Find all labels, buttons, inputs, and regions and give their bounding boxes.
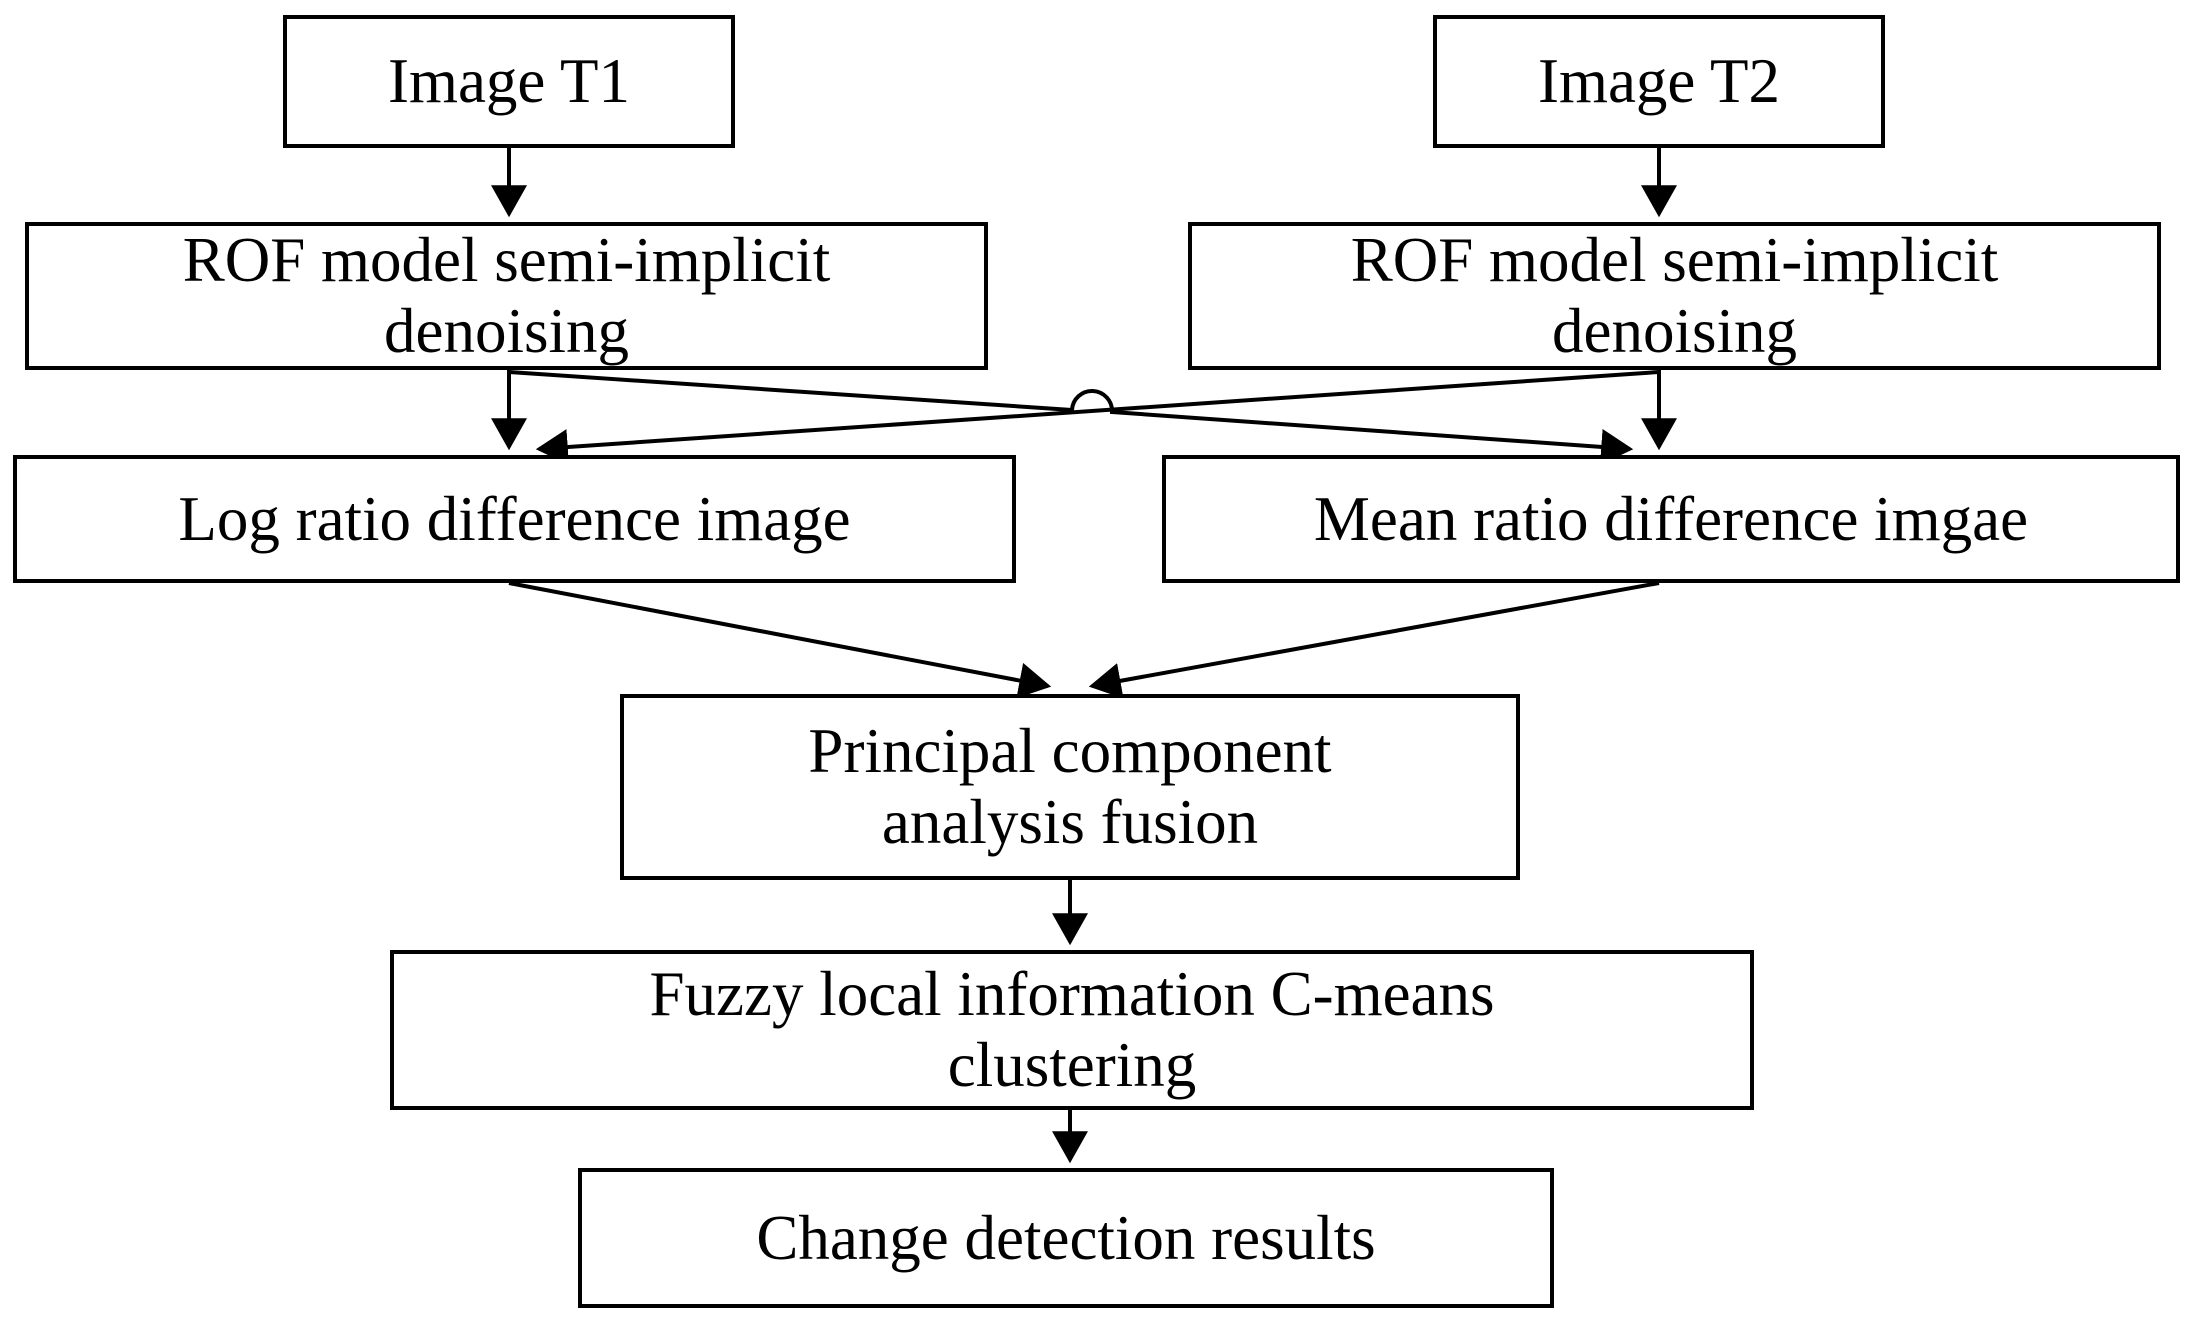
node-rof-denoising-right-label: ROF model semi-implicit denoising	[1350, 225, 1999, 366]
node-image-t1-label: Image T1	[387, 46, 630, 117]
node-image-t2-label: Image T2	[1537, 46, 1780, 117]
node-fuzzy-local-information-c-means-clustering-label: Fuzzy local information C-means clusteri…	[649, 959, 1495, 1100]
node-mean-ratio-difference-image-label: Mean ratio difference imgae	[1313, 483, 2029, 554]
edge-rof-right-to-log-ratio	[535, 370, 1660, 465]
node-image-t2[interactable]: Image T2	[1433, 15, 1885, 148]
node-change-detection-results[interactable]: Change detection results	[578, 1168, 1554, 1308]
edge-rof-left-to-mean-ratio	[508, 370, 1634, 465]
edge-mean-ratio-to-pca	[1088, 581, 1660, 699]
node-principal-component-analysis-fusion[interactable]: Principal component analysis fusion	[620, 694, 1520, 880]
node-rof-denoising-left-label: ROF model semi-implicit denoising	[182, 225, 831, 366]
node-fuzzy-local-information-c-means-clustering[interactable]: Fuzzy local information C-means clusteri…	[390, 950, 1754, 1110]
node-rof-denoising-right[interactable]: ROF model semi-implicit denoising	[1188, 222, 2161, 370]
node-principal-component-analysis-fusion-label: Principal component analysis fusion	[808, 716, 1332, 857]
edge-log-ratio-to-pca	[508, 581, 1052, 699]
node-image-t1[interactable]: Image T1	[283, 15, 735, 148]
node-mean-ratio-difference-image[interactable]: Mean ratio difference imgae	[1162, 455, 2180, 583]
node-log-ratio-difference-image[interactable]: Log ratio difference image	[13, 455, 1016, 583]
node-change-detection-results-label: Change detection results	[756, 1202, 1376, 1273]
node-log-ratio-difference-image-label: Log ratio difference image	[178, 483, 851, 554]
node-rof-denoising-left[interactable]: ROF model semi-implicit denoising	[25, 222, 988, 370]
